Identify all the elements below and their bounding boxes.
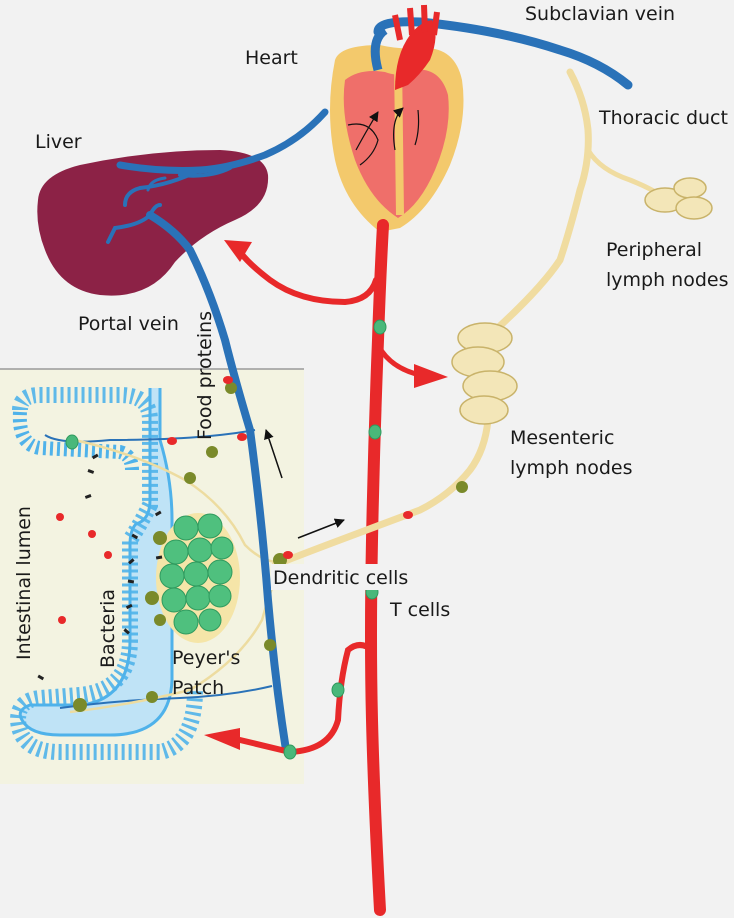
intestinal-villus xyxy=(9,387,203,760)
label-liver: Liver xyxy=(35,131,82,153)
label-intestinal-lumen: Intestinal lumen xyxy=(13,506,35,660)
label-peripheral-2: lymph nodes xyxy=(606,269,729,291)
label-food-proteins: Food proteins xyxy=(194,311,216,440)
subclavian-junction xyxy=(370,26,388,72)
label-thoracic-duct: Thoracic duct xyxy=(598,107,728,129)
artery-arrow-intestine xyxy=(204,728,240,750)
veins xyxy=(106,17,633,754)
villus-capillary-lower xyxy=(59,685,273,709)
label-subclavian-vein: Subclavian vein xyxy=(525,3,675,25)
artery-arrow-liver xyxy=(224,240,252,262)
label-peyers-1: Peyer's xyxy=(172,647,240,669)
label-dendritic-cells: Dendritic cells xyxy=(273,567,408,589)
flow-arrow-lymph xyxy=(297,518,345,539)
lymph-capillary-top xyxy=(74,438,276,564)
label-peyers-2: Patch xyxy=(172,677,224,699)
mesenteric-lymph-nodes xyxy=(451,322,518,425)
label-peripheral-1: Peripheral xyxy=(606,239,702,261)
liver xyxy=(37,150,269,296)
label-portal-vein: Portal vein xyxy=(78,313,179,335)
label-mesenteric-2: lymph nodes xyxy=(510,457,633,479)
food-proteins-particles xyxy=(56,376,413,624)
flow-arrow-up xyxy=(264,429,283,479)
label-t-cells: T cells xyxy=(389,599,450,621)
bacteria-particles xyxy=(37,453,163,681)
artery-arrow-lymph xyxy=(414,364,448,388)
heart xyxy=(330,45,464,232)
peyers-patch xyxy=(156,513,240,643)
villus-capillary xyxy=(44,429,256,443)
label-heart: Heart xyxy=(245,47,298,69)
dendritic-label-backdrop xyxy=(271,564,413,590)
peripheral-lymph-nodes xyxy=(644,177,713,220)
dendritic-cells xyxy=(73,382,468,712)
label-bacteria: Bacteria xyxy=(97,589,119,668)
label-mesenteric-1: Mesenteric xyxy=(510,427,614,449)
aorta-arch xyxy=(392,4,440,90)
